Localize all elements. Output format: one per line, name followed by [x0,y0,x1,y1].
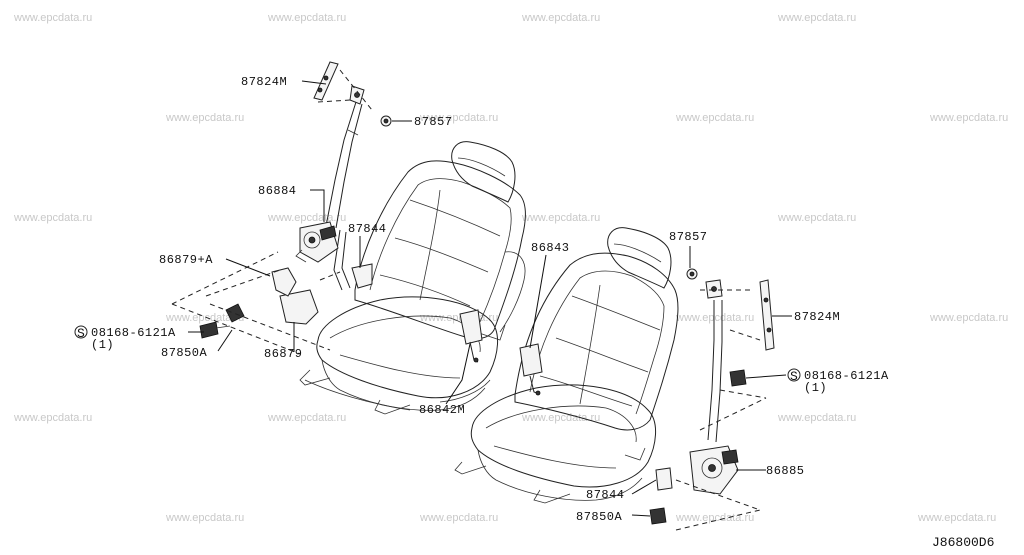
label-87824m-right: 87824M [794,310,840,324]
screw-marker-s: S [790,369,798,384]
leader-lines [188,80,792,517]
screw-marker-right [787,368,801,382]
part-labels: 87824M 87857 86884 87844 86879+A 08168-6… [91,75,889,524]
bolt-87850a-left [199,321,219,339]
diagram-code: J86800D6 [932,535,994,550]
label-86842m: 86842M [419,403,465,417]
label-08168-left: 08168-6121A [91,326,176,340]
watermark: www.epcdata.ru [675,512,754,524]
watermark: www.epcdata.ru [929,312,1008,324]
watermark: www.epcdata.ru [419,512,498,524]
watermark: www.epcdata.ru [675,312,754,324]
label-87857-right: 87857 [669,230,708,244]
watermark: www.epcdata.ru [777,212,856,224]
height-adjuster-rail-left [313,61,339,101]
watermark: www.epcdata.ru [165,312,244,324]
watermark: www.epcdata.ru [165,112,244,124]
watermark-layer: www.epcdata.ru www.epcdata.ru www.epcdat… [13,12,1008,524]
label-86879a: 86879+A [159,253,213,267]
buckle-86842m [459,309,483,363]
height-adjuster-rail-right [759,279,775,351]
label-86879: 86879 [264,347,303,361]
label-87850a-right: 87850A [576,510,623,524]
retractor-right [689,445,739,495]
screw-marker-left [74,325,88,339]
watermark: www.epcdata.ru [13,212,92,224]
label-08168-right: 08168-6121A [804,369,889,383]
assembly-lines [171,69,767,531]
label-86843: 86843 [531,241,570,255]
watermark: www.epcdata.ru [267,212,346,224]
label-qty-right: (1) [804,381,827,395]
watermark: www.epcdata.ru [929,112,1008,124]
label-87844-right: 87844 [586,488,625,502]
retractor-left [295,221,339,263]
watermark: www.epcdata.ru [13,12,92,24]
watermark: www.epcdata.ru [777,412,856,424]
bolt-08168-right [729,369,747,387]
watermark: www.epcdata.ru [267,12,346,24]
label-qty-left: (1) [91,338,114,352]
watermark: www.epcdata.ru [521,212,600,224]
label-86884: 86884 [258,184,297,198]
cover-86879 [279,289,319,325]
label-86885: 86885 [766,464,805,478]
buckle-cover-right [655,467,673,491]
watermark: www.epcdata.ru [267,412,346,424]
left-seat [299,141,526,415]
watermark: www.epcdata.ru [521,12,600,24]
label-87857-left: 87857 [414,115,453,129]
bolt-87850a-right [649,507,667,525]
bolt-08168-left [225,303,245,323]
left-belt-assembly [199,61,483,363]
watermark: www.epcdata.ru [521,412,600,424]
label-87824m-left: 87824M [241,75,287,89]
buckle-cover-left [351,263,373,289]
right-seat [454,227,679,504]
watermark: www.epcdata.ru [165,512,244,524]
watermark: www.epcdata.ru [419,112,498,124]
buckle-86843 [519,343,543,396]
watermark: www.epcdata.ru [917,512,996,524]
right-belt-assembly [519,268,775,525]
watermark: www.epcdata.ru [777,12,856,24]
screw-markers: S S [74,325,801,384]
screw-marker-s: S [77,326,85,341]
cover-86879a [271,267,297,297]
label-87850a-left: 87850A [161,346,208,360]
watermark: www.epcdata.ru [13,412,92,424]
watermark: www.epcdata.ru [419,312,498,324]
label-87844-left: 87844 [348,222,387,236]
watermark: www.epcdata.ru [675,112,754,124]
